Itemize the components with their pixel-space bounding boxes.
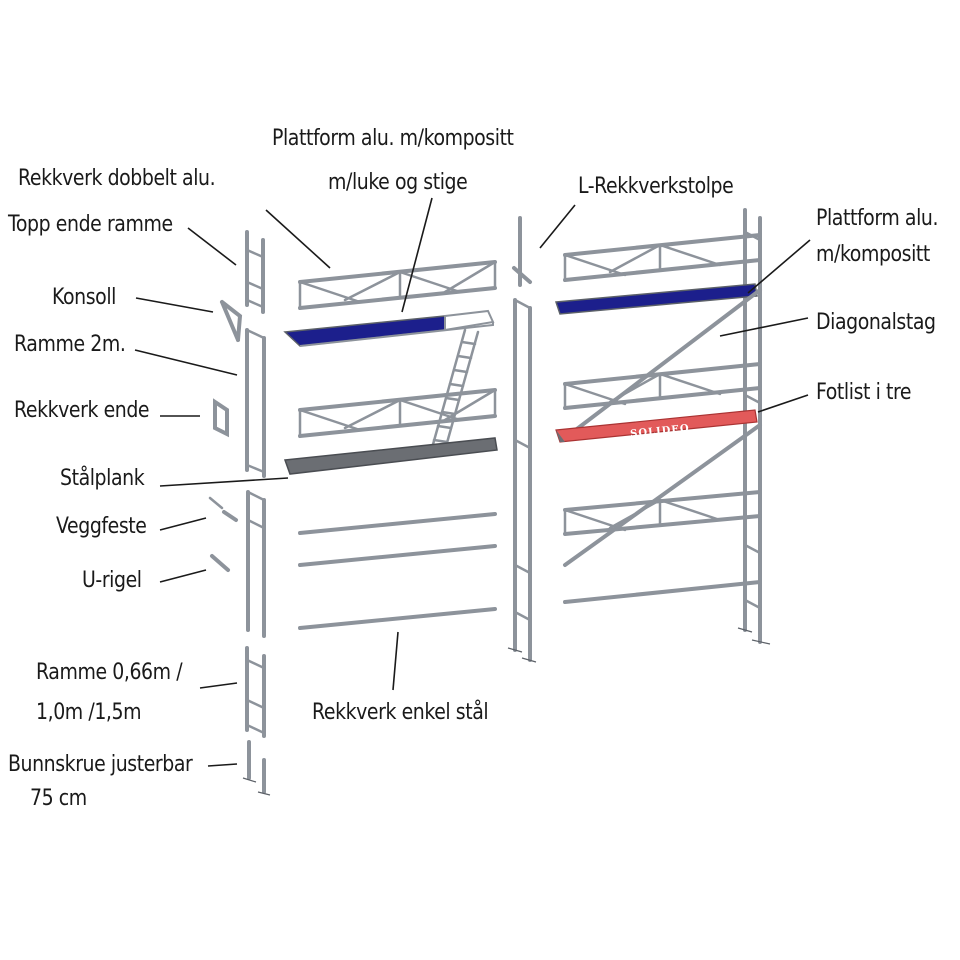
assembled-composite-platform (554, 283, 758, 315)
single-guardrails (298, 512, 497, 630)
label-l-rekkverkstolpe: L-Rekkverkstolpe (578, 174, 734, 199)
label-veggfeste: Veggfeste (56, 514, 147, 539)
label-ramme-small-2: 1,0m /1,5m (36, 700, 142, 725)
top-end-frame (245, 230, 265, 314)
label-plattform-luke-2: m/luke og stige (328, 170, 468, 195)
label-staalplank: Stålplank (60, 466, 145, 491)
label-bunnskrue-2: 75 cm (30, 786, 87, 811)
end-guardrail (213, 398, 229, 438)
frame-2m-lower (246, 490, 266, 638)
label-rekkverk-enkel: Rekkverk enkel stål (312, 700, 489, 725)
double-guardrail-mid (298, 388, 497, 438)
assembled-guardrail-low (563, 490, 762, 536)
label-rekkverk-ende: Rekkverk ende (14, 398, 150, 423)
u-ledger (210, 554, 230, 572)
frame-2m (245, 328, 266, 478)
label-topp-ende-ramme: Topp ende ramme (8, 212, 173, 237)
label-konsoll: Konsoll (52, 285, 116, 310)
hatch-ladder (430, 328, 480, 452)
label-plattform-komp-2: m/kompositt (816, 242, 930, 267)
scaffold-front-frame (507, 298, 537, 663)
toeboard-deck (555, 409, 758, 443)
assembled-guardrail-top (563, 233, 762, 282)
console-bracket (220, 300, 243, 342)
wall-tie (208, 496, 238, 522)
frame-small (245, 646, 266, 738)
label-plattform-luke-1: Plattform alu. m/kompositt (272, 126, 514, 151)
steel-plank (283, 437, 498, 475)
assembled-guardrail-mid (563, 362, 762, 410)
double-guardrail-top (298, 260, 497, 310)
label-plattform-komp-1: Plattform alu. (816, 206, 939, 231)
label-diagonalstag: Diagonalstag (816, 310, 936, 335)
label-rekkverk-dobbelt: Rekkverk dobbelt alu. (18, 166, 216, 191)
label-fotlist: Fotlist i tre (816, 380, 912, 405)
base-jack (242, 740, 271, 796)
l-guardrail-post (512, 216, 532, 287)
platform-with-hatch (283, 309, 495, 347)
label-bunnskrue-1: Bunnskrue justerbar (8, 752, 193, 777)
label-ramme-small-1: Ramme 0,66m / (36, 660, 183, 685)
assembled-bottom-rail (563, 580, 762, 604)
label-u-rigel: U-rigel (82, 568, 142, 593)
label-ramme-2m: Ramme 2m. (14, 332, 126, 357)
diagonal-brace (563, 288, 762, 567)
leader-lines (134, 197, 811, 767)
